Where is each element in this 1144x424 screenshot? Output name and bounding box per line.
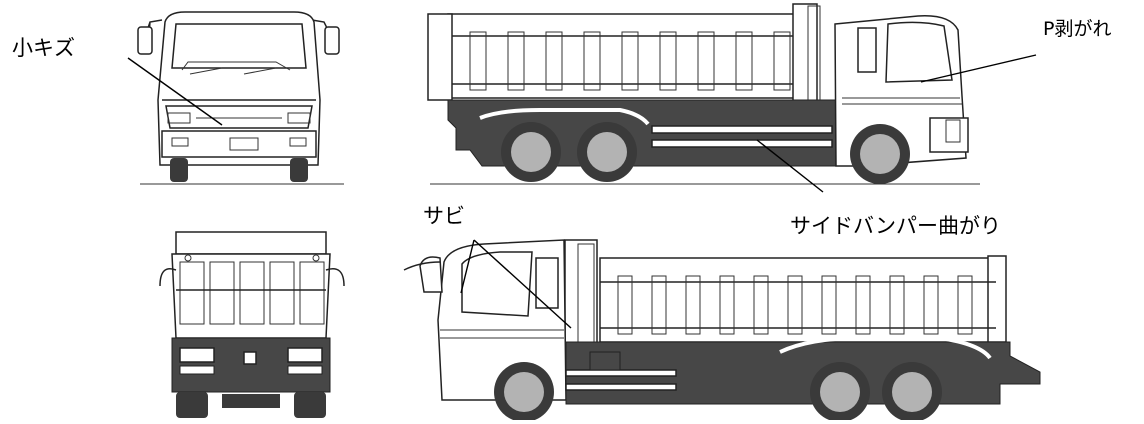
label-paint-peeling: P剥がれ (1043, 18, 1112, 40)
label-rust: サビ (423, 204, 465, 228)
callout-line-kizu (127, 57, 223, 126)
callout-lines (127, 54, 1037, 329)
side-view-left (403, 239, 1041, 422)
label-small-scratch: 小キズ (12, 36, 75, 60)
side-view-right (427, 3, 980, 185)
callout-line-bumper (756, 139, 824, 193)
callout-line-p (920, 54, 1037, 83)
front-view (137, 11, 344, 185)
rear-view (159, 231, 345, 418)
callout-line-sabi-1 (460, 239, 475, 294)
callout-line-sabi-2 (473, 239, 572, 329)
label-side-bumper-bent: サイドバンパー曲がり (790, 214, 1002, 238)
